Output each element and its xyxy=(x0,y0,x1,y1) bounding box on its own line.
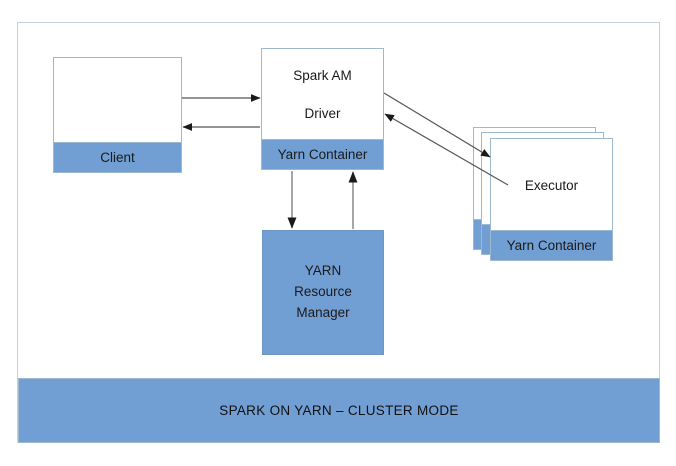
client-body-text xyxy=(54,58,181,144)
executor-body-text: Executor xyxy=(524,178,579,193)
spark-am-yarn-container-label: Yarn Container xyxy=(262,139,383,169)
yarn-rm-line1: YARN xyxy=(304,263,342,279)
yarn-rm-body: YARN Resource Manager xyxy=(263,231,383,354)
yarn-rm-line3: Manager xyxy=(296,304,350,320)
diagram-title-banner: SPARK ON YARN – CLUSTER MODE xyxy=(18,378,660,443)
driver-title: Driver xyxy=(304,105,341,121)
node-spark-am-driver[interactable]: Spark AM Driver Yarn Container xyxy=(261,48,384,170)
node-yarn-resource-manager[interactable]: YARN Resource Manager xyxy=(262,230,384,355)
spark-am-body: Spark AM Driver xyxy=(262,49,383,141)
node-executor-stack[interactable]: Yarn Container Executor xyxy=(473,127,613,262)
executor-stack-card-front[interactable]: Yarn Container Executor xyxy=(490,138,613,261)
node-client[interactable]: Client xyxy=(53,57,182,173)
yarn-rm-line2: Resource xyxy=(294,284,352,300)
spark-am-title: Spark AM xyxy=(293,67,352,83)
executor-yarn-container-label: Yarn Container xyxy=(491,230,612,260)
client-label: Client xyxy=(54,142,181,172)
